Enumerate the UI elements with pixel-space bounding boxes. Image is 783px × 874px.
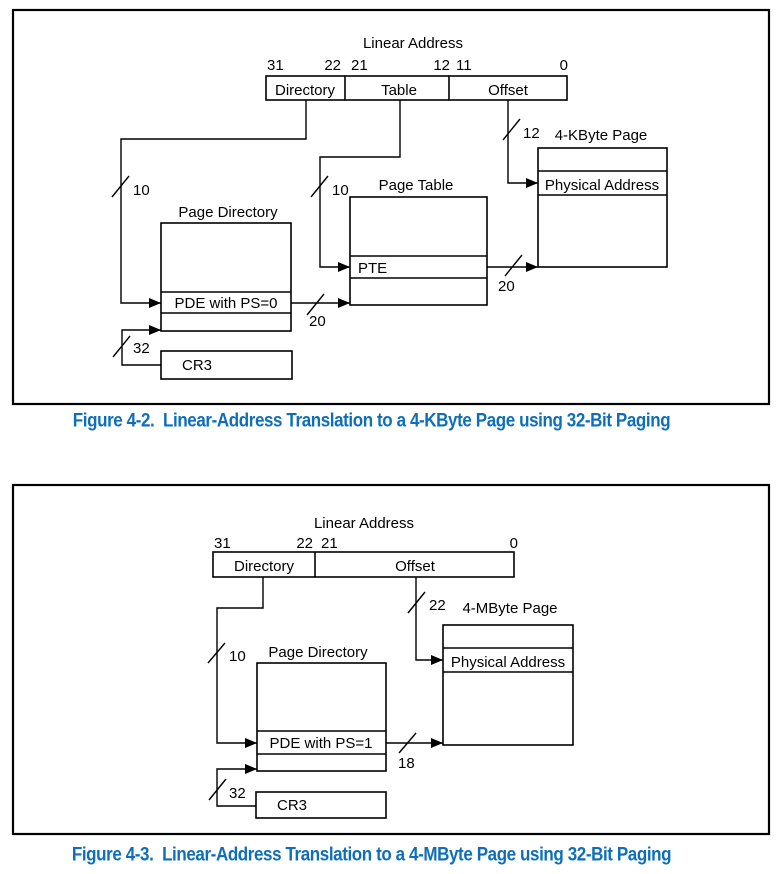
bus-width-slash — [306, 293, 325, 316]
field-offset: Offset — [488, 82, 529, 99]
figure-4-3-border — [11, 483, 771, 836]
bus-width-slash — [407, 591, 426, 614]
field-directory: Directory — [234, 558, 295, 575]
offset-to-physical-address-arrow — [415, 577, 443, 665]
bus-width-offset: 22 — [429, 597, 446, 614]
bus-width-cr3: 32 — [133, 340, 150, 357]
cr3-to-page-directory-arrow — [216, 764, 257, 807]
physical-address-label: Physical Address — [545, 177, 659, 194]
bit-label-0: 0 — [560, 57, 568, 74]
figure-4-3: Linear Address 31 22 21 0 Directory Offs… — [11, 483, 771, 836]
bus-width-slash — [112, 335, 131, 358]
bus-width-slash — [504, 254, 523, 277]
table-to-pte-arrow — [319, 100, 401, 272]
directory-to-pde-arrow — [216, 577, 264, 748]
cr3-label: CR3 — [277, 797, 307, 814]
bit-label-22: 22 — [296, 535, 313, 552]
figure-4-2: Linear Address 31 22 21 12 11 0 Director… — [11, 8, 771, 406]
bus-width-directory: 10 — [133, 182, 150, 199]
pde-entry-label: PDE with PS=0 — [175, 295, 278, 312]
directory-to-pde-arrow — [120, 100, 307, 308]
page-box — [537, 147, 668, 268]
bus-width-slash — [207, 642, 226, 664]
bit-label-21: 21 — [351, 57, 368, 74]
bus-width-slash — [111, 175, 130, 198]
page-table-title: Page Table — [379, 177, 454, 194]
page-title: 4-MByte Page — [462, 600, 557, 617]
bit-label-22: 22 — [324, 57, 341, 74]
field-directory: Directory — [275, 82, 336, 99]
page-box — [442, 624, 574, 746]
figure-4-3-caption: Figure 4-3. Linear-Address Translation t… — [71, 843, 672, 866]
page-table-box — [349, 196, 488, 306]
bus-width-slash — [310, 175, 329, 198]
figure-4-2-caption: Figure 4-2. Linear-Address Translation t… — [72, 409, 671, 432]
bit-label-12: 12 — [433, 57, 450, 74]
bus-width-table: 10 — [332, 182, 349, 199]
linear-address-title: Linear Address — [314, 515, 414, 532]
cr3-box — [255, 791, 387, 819]
physical-address-label: Physical Address — [451, 654, 565, 671]
offset-to-physical-address-arrow — [507, 100, 538, 188]
bit-label-31: 31 — [267, 57, 284, 74]
bus-width-pde: 18 — [398, 755, 415, 772]
bit-label-11: 11 — [456, 57, 472, 74]
bus-width-slash — [502, 118, 521, 141]
cr3-box — [160, 350, 293, 380]
figure-4-2-border — [11, 8, 771, 406]
page-directory-title: Page Directory — [268, 644, 368, 661]
pde-entry-label: PDE with PS=1 — [270, 735, 373, 752]
page-directory-title: Page Directory — [178, 204, 278, 221]
bus-width-slash — [398, 732, 417, 754]
linear-address-box — [212, 551, 515, 578]
bus-width-offset: 12 — [523, 125, 540, 142]
linear-address-box — [265, 75, 568, 101]
pte-entry-label: PTE — [358, 260, 387, 277]
bit-label-0: 0 — [510, 535, 518, 552]
page-directory-box — [256, 662, 387, 772]
bit-label-31: 31 — [214, 535, 231, 552]
bus-width-pte: 20 — [498, 278, 515, 295]
bus-width-directory: 10 — [229, 648, 246, 665]
bus-width-cr3: 32 — [229, 785, 246, 802]
bus-width-pde: 20 — [309, 313, 326, 330]
field-offset: Offset — [395, 558, 436, 575]
bit-label-21: 21 — [321, 535, 338, 552]
field-table: Table — [381, 82, 417, 99]
cr3-to-page-directory-arrow — [121, 325, 161, 366]
bus-width-slash — [208, 778, 227, 801]
page-directory-box — [160, 222, 292, 332]
cr3-label: CR3 — [182, 357, 212, 374]
page-title: 4-KByte Page — [555, 127, 648, 144]
linear-address-title: Linear Address — [363, 35, 463, 52]
